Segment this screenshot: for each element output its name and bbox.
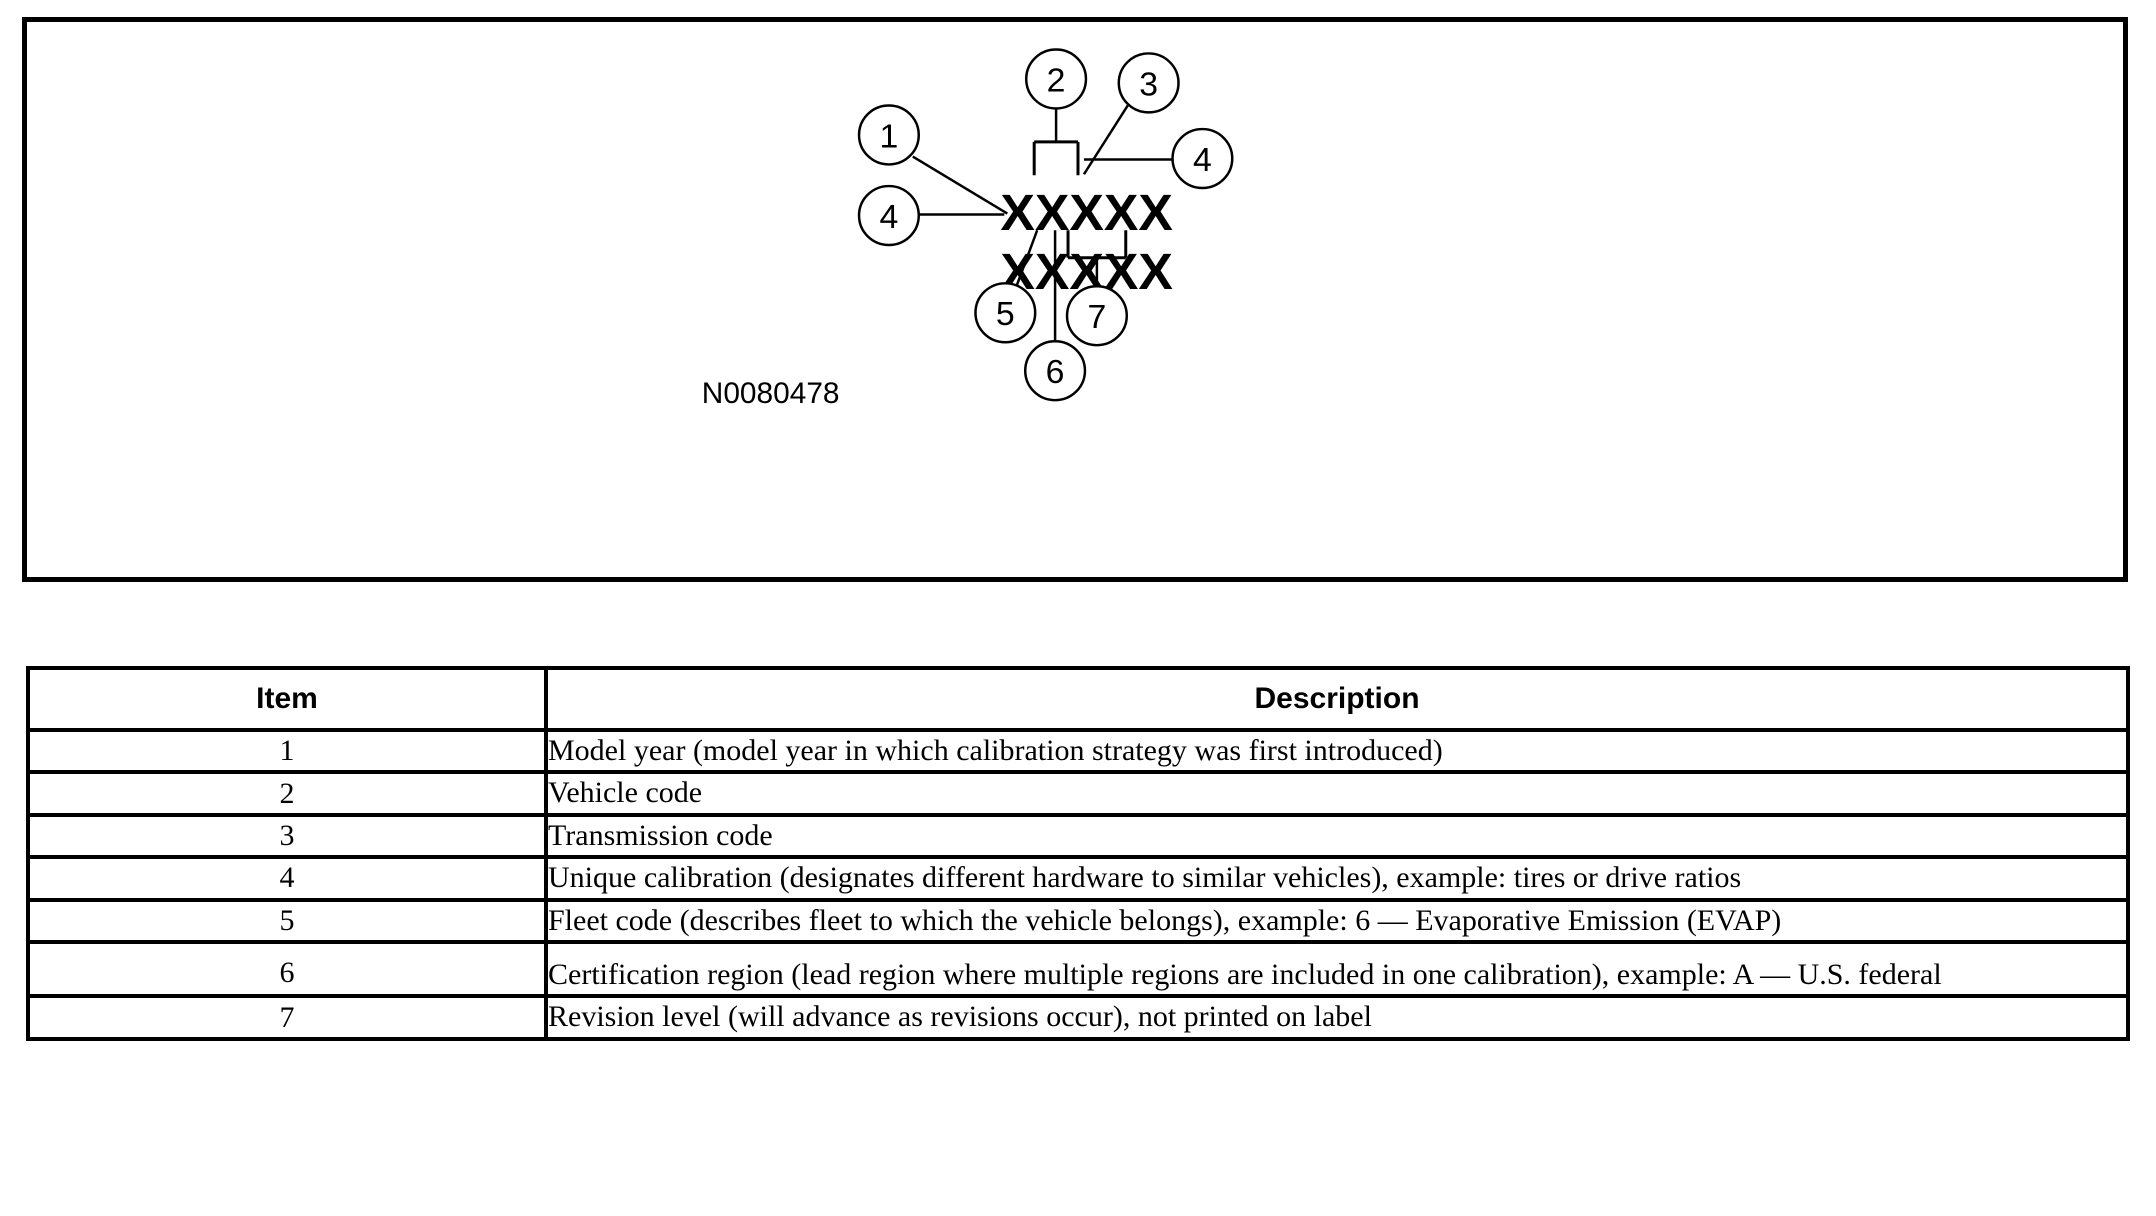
callout-4-bottom: 4	[857, 184, 920, 247]
row-item-description: Certification region (lead region where …	[544, 939, 2130, 999]
row-item-description: Model year (model year in which calibrat…	[544, 727, 2130, 775]
bracket-revision-level	[1066, 230, 1128, 260]
row-item-number: 6	[26, 939, 548, 999]
leader-line-5	[1013, 229, 1039, 293]
row-item-description: Vehicle code	[544, 770, 2130, 817]
row-item-description: Fleet code (describes fleet to which the…	[544, 897, 2130, 944]
column-header-item: Item	[26, 666, 548, 732]
table-row: 7 Revision level (will advance as revisi…	[26, 994, 2130, 1041]
item-description-table: Item Description 1 Model year (model yea…	[26, 666, 2130, 1041]
leader-line-1	[912, 155, 1008, 215]
callout-6-label: 6	[1046, 354, 1065, 391]
row-item-description: Revision level (will advance as revision…	[544, 994, 2130, 1041]
leader-line-3	[1082, 104, 1129, 175]
table-row: 5 Fleet code (describes fleet to which t…	[26, 897, 2130, 944]
bracket-vehicle-code	[1032, 140, 1080, 176]
callout-5-label: 5	[996, 296, 1015, 333]
row-item-number: 2	[26, 770, 548, 817]
callout-7-label: 7	[1087, 299, 1106, 336]
table-row: 6 Certification region (lead region wher…	[26, 939, 2130, 999]
callout-7: 7	[1065, 285, 1128, 347]
table-row: 3 Transmission code	[26, 812, 2130, 860]
callout-2-label: 2	[1047, 63, 1066, 100]
calibration-label-diagram: XXXXX XXXXX 1 2 3 4 4 5 6	[702, 48, 1234, 410]
callout-5: 5	[974, 282, 1037, 344]
row-item-description: Transmission code	[544, 812, 2130, 860]
callout-4-top: 4	[1171, 127, 1234, 190]
figure-reference-id: N0080478	[702, 377, 840, 410]
row-item-number: 5	[26, 897, 548, 944]
callout-3-label: 3	[1139, 66, 1158, 103]
table-row: 1 Model year (model year in which calibr…	[26, 727, 2130, 775]
column-header-description: Description	[544, 666, 2130, 732]
callout-4b-label: 4	[879, 199, 898, 236]
code-line-top: XXXXX	[1000, 184, 1173, 242]
table-header-row: Item Description	[26, 666, 2130, 732]
row-item-number: 1	[26, 727, 548, 775]
table-row: 4 Unique calibration (designates differe…	[26, 855, 2130, 902]
callout-2: 2	[1024, 48, 1088, 110]
row-item-number: 7	[26, 994, 548, 1041]
callout-3: 3	[1117, 52, 1180, 114]
callout-4a-label: 4	[1193, 142, 1212, 179]
figure-panel: XXXXX XXXXX 1 2 3 4 4 5 6	[22, 17, 2128, 582]
row-item-description: Unique calibration (designates different…	[544, 855, 2130, 902]
row-item-number: 3	[26, 812, 548, 860]
row-item-number: 4	[26, 855, 548, 902]
callout-6: 6	[1023, 340, 1087, 402]
callout-1-label: 1	[879, 119, 898, 156]
callout-1: 1	[857, 104, 920, 166]
table-row: 2 Vehicle code	[26, 770, 2130, 817]
